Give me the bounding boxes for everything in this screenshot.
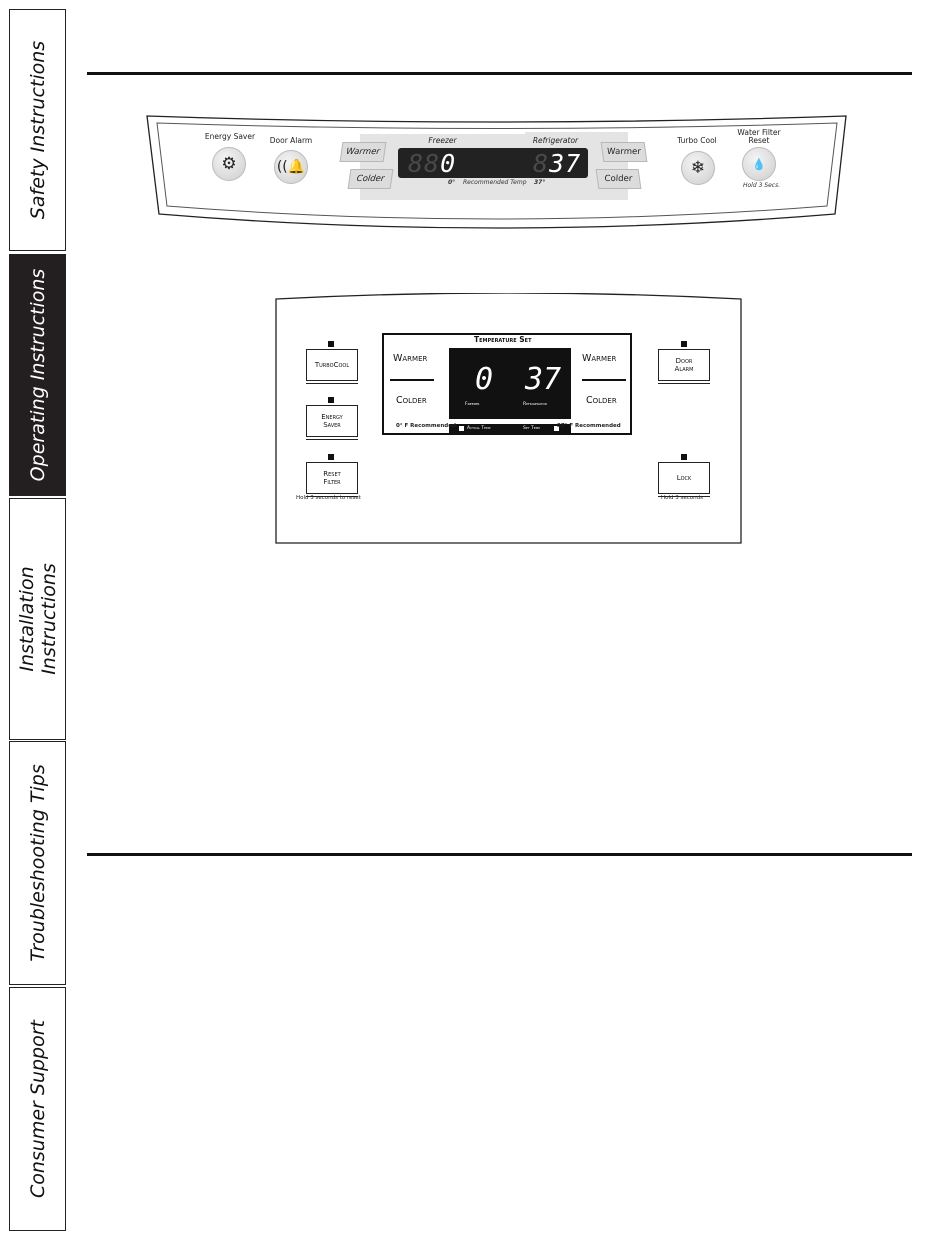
water-filter-reset-button[interactable]: 💧 [742,147,776,181]
freezer-warmer-button-classic[interactable]: Warmer [393,353,428,364]
freezer-label: Freezer [428,136,457,145]
reset-filter-label-block: Reset Filter [323,470,340,486]
freezer-temp-classic: 0 [475,362,494,397]
freezer-ghost-digits: 88 [408,149,441,178]
freezer-lcd-label: Freezer [465,402,480,407]
refrigerator-lcd-label: Refrigerator [523,402,547,407]
tab-troubleshooting-tips[interactable]: Troubleshooting Tips [9,741,66,985]
hold-secs-note: Hold 3 Secs. [743,182,781,189]
fridge-ghost-digit: 8 [533,149,550,178]
fridge-temp-readout: 837 [533,151,581,176]
turbocool-label: TurboCool [314,361,350,369]
temperature-display: 880 837 [398,148,588,178]
freezer-temp-readout: 880 [408,151,456,176]
set-temp-indicator [554,426,559,431]
temp-mode-bar: Actual Temp Set Temp [449,424,571,434]
freezer-temp: 0 [440,149,457,178]
door-alarm-label: Door Alarm [269,136,313,145]
turbo-cool-button[interactable]: ❄ [681,151,715,185]
tab-operating-instructions[interactable]: Operating Instructions [9,254,66,496]
actual-temp-label: Actual Temp [467,426,491,431]
freezer-recommended-classic: 0° F Recommended [396,423,456,429]
fridge-recommended: 37° [534,179,546,186]
water-drops-icon: 💧 [752,157,766,171]
tab-label-line2: Instructions [37,563,60,675]
tab-label: Operating Instructions [26,268,49,482]
control-panel-illustration-top: Energy Saver ⚙ Door Alarm ((🔔 Freezer Re… [145,114,848,232]
fridge-temp: 37 [549,149,582,178]
fridge-colder-button[interactable]: Colder [595,169,642,189]
turbocool-indicator [328,341,334,347]
set-temp-label: Set Temp [523,426,541,431]
temperature-set-title: Temperature Set [474,335,532,344]
door-alarm-button[interactable]: ((🔔 [274,150,308,184]
lock-button[interactable]: Lock [658,462,710,494]
tab-consumer-support[interactable]: Consumer Support [9,987,66,1231]
lock-caption: Hold 3 seconds [661,495,703,501]
energy-saver-label: Energy Saver [204,132,256,141]
freezer-warmer-button[interactable]: Warmer [339,142,387,162]
reset-filter-button[interactable]: Reset Filter [306,462,358,494]
actual-temp-indicator [459,426,464,431]
tab-label: Consumer Support [26,1019,49,1199]
turbo-cool-label: Turbo Cool [677,136,717,145]
door-alarm-icon: ((🔔 [276,159,306,175]
water-filter-label-line1: Water Filter [737,128,781,137]
turbocool-button[interactable]: TurboCool [306,349,358,381]
freezer-colder-button-classic[interactable]: Colder [396,395,427,406]
fridge-colder-button-classic[interactable]: Colder [586,395,617,406]
fridge-recommended-classic: 37° F Recommended [557,423,621,429]
fridge-warmer-button[interactable]: Warmer [600,142,648,162]
bottom-rule [87,853,912,856]
top-rule [87,72,912,75]
door-alarm-label-block: Door Alarm [675,357,694,373]
freezer-colder-button[interactable]: Colder [347,169,394,189]
door-alarm-button-classic[interactable]: Door Alarm [658,349,710,381]
refrigerator-label: Refrigerator [532,136,579,145]
fridge-divider [582,379,626,381]
tab-label: Safety Instructions [26,40,49,220]
freezer-divider [390,379,434,381]
tab-safety-instructions[interactable]: Safety Instructions [9,9,66,251]
energy-label-line2: Saver [323,421,341,429]
water-filter-reset-label: Water Filter Reset [730,129,788,145]
energy-saver-button[interactable]: ⚙ [212,147,246,181]
lock-label: Lock [676,474,692,482]
temperature-lcd: 0 37 Freezer Refrigerator Actual Temp Se… [449,348,571,434]
freezer-recommended: 0° [448,179,456,186]
reset-filter-caption: Hold 3 seconds to reset [296,495,361,501]
tab-label-line1: Installation [15,566,38,672]
fridge-temp-classic: 37 [525,362,562,397]
control-panel-illustration-bottom: TurboCool Energy Saver Reset Filter Hold… [275,293,742,544]
reset-filter-indicator [328,454,334,460]
energy-label-line1: Energy [321,413,343,421]
tab-label: Installation Instructions [16,563,60,675]
tab-label: Troubleshooting Tips [26,764,49,962]
energy-saver-icon: ⚙ [221,154,237,174]
fridge-warmer-button-classic[interactable]: Warmer [582,353,617,364]
door-label-line1: Door [675,357,693,365]
water-filter-label-line2: Reset [748,136,770,145]
reset-label-line2: Filter [323,478,341,486]
tab-installation-instructions[interactable]: Installation Instructions [9,498,66,740]
energy-saver-button-classic[interactable]: Energy Saver [306,405,358,437]
recommended-temp-label: Recommended Temp [463,179,527,186]
door-label-line2: Alarm [674,365,694,373]
energy-saver-indicator [328,397,334,403]
door-alarm-indicator [681,341,687,347]
lock-indicator [681,454,687,460]
snowflake-icon: ❄ [690,158,706,178]
reset-label-line1: Reset [323,470,341,478]
energy-saver-label-block: Energy Saver [321,413,342,429]
temperature-set-box: Temperature Set Warmer Colder Warmer Col… [382,333,632,435]
